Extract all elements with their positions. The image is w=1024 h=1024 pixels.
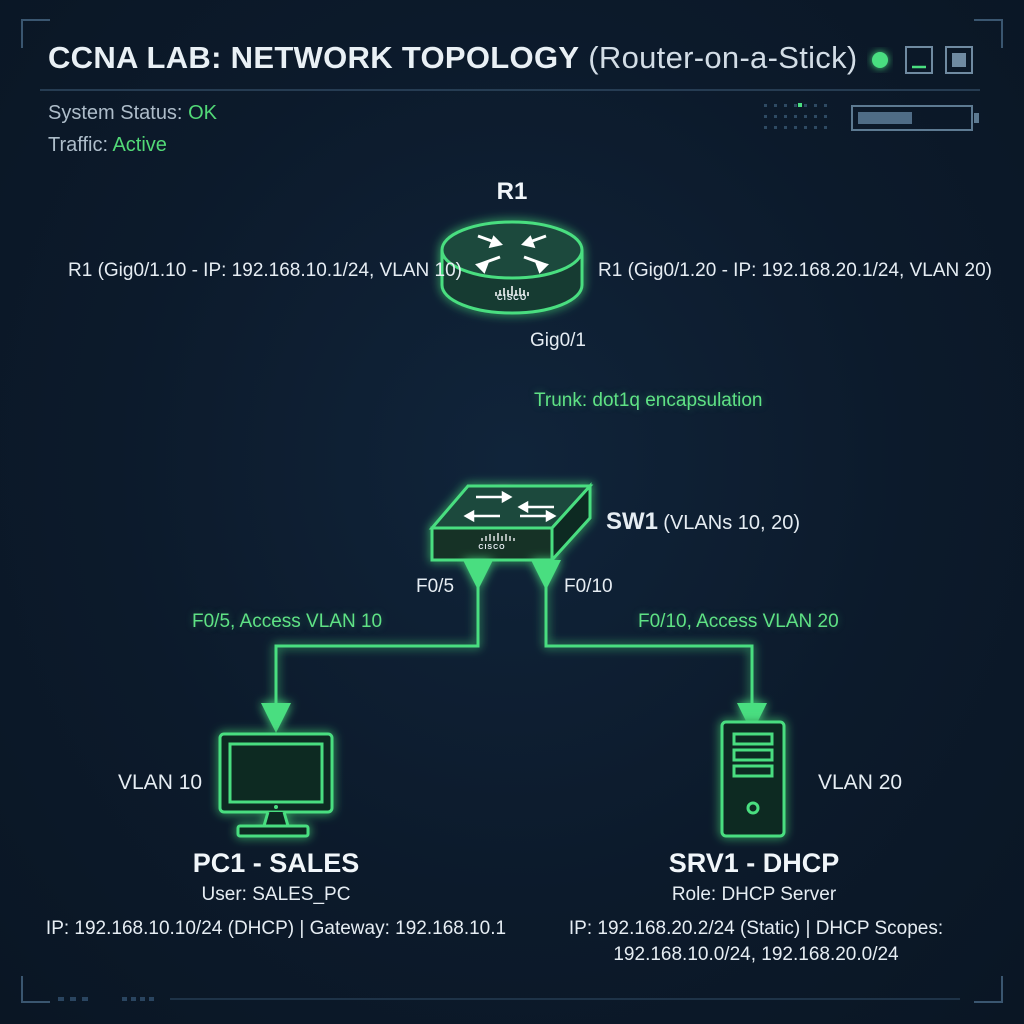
access-link-right-label: F0/10, Access VLAN 20 — [638, 611, 839, 632]
switch-label: SW1 (VLANs 10, 20) — [606, 508, 800, 536]
access-link-right — [531, 560, 767, 733]
router-subinterface-10: R1 (Gig0/1.10 - IP: 192.168.10.1/24, VLA… — [68, 260, 462, 281]
server-ip-line2: 192.168.10.0/24, 192.168.20.0/24 — [613, 944, 899, 965]
switch-vlans: (VLANs 10, 20) — [663, 512, 801, 534]
router-subinterface-20: R1 (Gig0/1.20 - IP: 192.168.20.1/24, VLA… — [598, 260, 992, 281]
status-indicator-icon — [872, 52, 888, 68]
traffic-meter — [851, 105, 979, 131]
server-ip-line1: IP: 192.168.20.2/24 (Static) | DHCP Scop… — [568, 918, 944, 939]
switch-name: SW1 — [606, 508, 659, 535]
switch-port-f0-5: F0/5 — [416, 576, 455, 597]
access-link-left-label: F0/5, Access VLAN 10 — [192, 611, 383, 632]
pc-vlan: VLAN 10 — [118, 771, 203, 794]
switch-icon[interactable] — [428, 482, 594, 564]
server-role: Role: DHCP Server — [671, 884, 837, 905]
server-icon[interactable] — [720, 720, 786, 838]
traffic-status-value: Active — [112, 134, 167, 156]
system-status-label: System Status: — [48, 102, 183, 124]
pc-name: PC1 - SALES — [192, 848, 360, 878]
maximize-button[interactable] — [945, 46, 973, 74]
minimize-button[interactable] — [905, 46, 933, 74]
switch-brand: CISCO — [478, 544, 506, 551]
system-status-value: OK — [188, 102, 217, 124]
pc-icon[interactable] — [218, 732, 334, 838]
traffic-status: Traffic: Active — [48, 134, 167, 157]
server-vlan: VLAN 20 — [818, 771, 903, 794]
window-controls — [872, 46, 973, 74]
traffic-meter-fill — [858, 112, 912, 124]
pc-user: User: SALES_PC — [201, 884, 351, 905]
page-title-main: CCNA LAB: NETWORK TOPOLOGY — [48, 40, 580, 75]
switch-port-f0-10: F0/10 — [564, 576, 613, 597]
server-name: SRV1 - DHCP — [668, 848, 840, 878]
router-brand: CISCO — [496, 293, 528, 302]
router-uplink-port: Gig0/1 — [530, 330, 586, 351]
trunk-label: Trunk: dot1q encapsulation — [534, 390, 763, 411]
pc-ip: IP: 192.168.10.10/24 (DHCP) | Gateway: 1… — [45, 918, 507, 939]
page-title: CCNA LAB: NETWORK TOPOLOGY (Router-on-a-… — [48, 40, 858, 76]
system-status: System Status: OK — [48, 102, 217, 125]
access-link-left — [261, 560, 493, 733]
traffic-status-label: Traffic: — [48, 134, 109, 156]
router-name: R1 — [496, 178, 528, 205]
page-title-sub: (Router-on-a-Stick) — [588, 40, 858, 75]
